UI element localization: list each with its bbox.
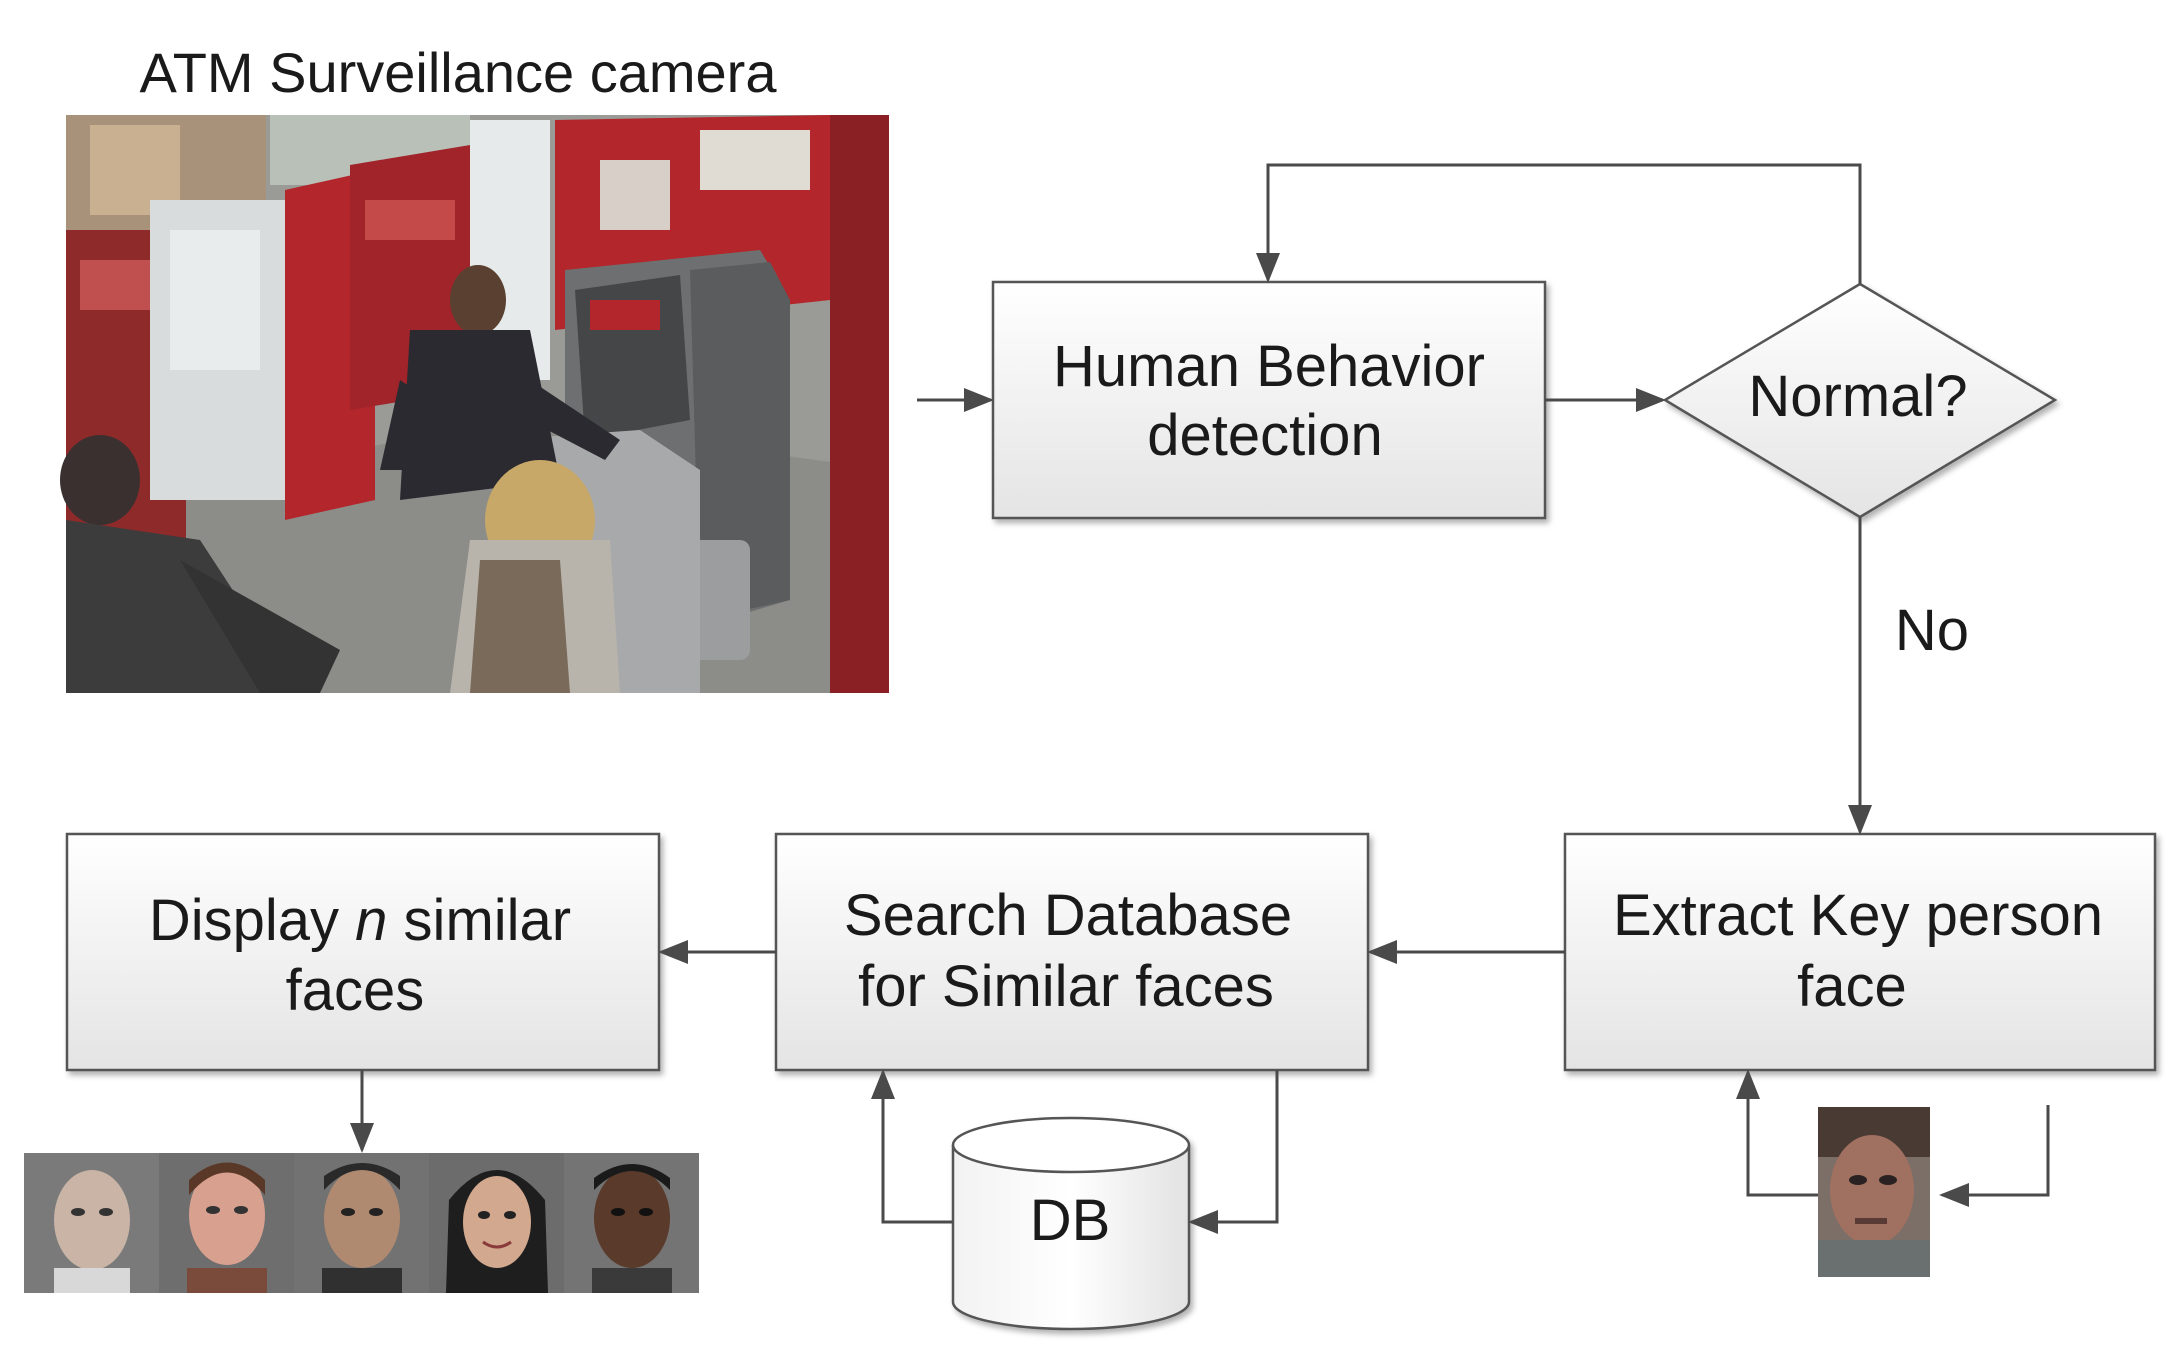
edge-normal-loop-back	[1256, 163, 1862, 284]
similar-face-1	[24, 1153, 159, 1293]
similar-face-2	[159, 1153, 294, 1293]
camera-title: ATM Surveillance camera	[140, 41, 778, 104]
search-database-line1: Search Database	[844, 883, 1292, 948]
behavior-detection-box	[991, 280, 1547, 520]
key-person-face-image	[1818, 1107, 1930, 1277]
atm-camera-image	[60, 115, 889, 693]
search-database-line2: for Similar faces	[858, 954, 1274, 1019]
edge-extract-to-face	[1939, 1105, 2050, 1207]
normal-decision-label: Normal?	[1748, 364, 1967, 429]
edge-face-to-extract	[1736, 1069, 1818, 1197]
display-faces-line1: Display n similar	[149, 888, 571, 953]
extract-face-line2: face	[1797, 954, 1907, 1019]
no-edge-label: No	[1895, 598, 1969, 663]
database-label: DB	[1030, 1188, 1111, 1253]
behavior-detection-line2: detection	[1147, 403, 1382, 468]
edges	[350, 163, 2050, 1234]
edge-db-to-search	[871, 1069, 953, 1224]
extract-face-line1: Extract Key person	[1613, 883, 2103, 948]
edge-search-to-db	[1188, 1070, 1279, 1234]
similar-face-4	[429, 1153, 564, 1293]
extract-face-box	[1563, 832, 2157, 1072]
display-faces-line2: faces	[286, 958, 425, 1023]
behavior-detection-line1: Human Behavior	[1053, 334, 1485, 399]
similar-face-3	[294, 1153, 429, 1293]
display-faces-box	[65, 832, 661, 1072]
similar-face-5	[564, 1153, 699, 1293]
similar-faces-strip	[24, 1153, 699, 1293]
search-database-box	[774, 832, 1370, 1072]
database-cylinder	[951, 1116, 1191, 1331]
